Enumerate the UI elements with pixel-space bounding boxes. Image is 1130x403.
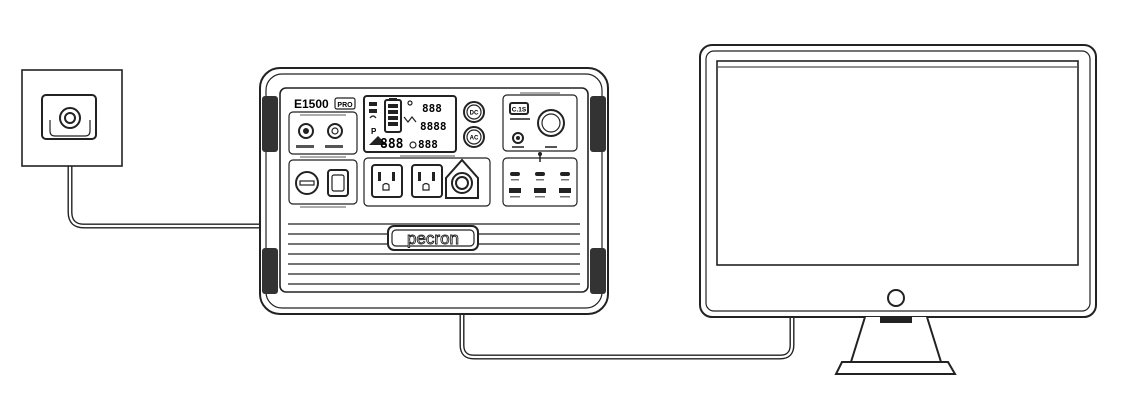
brand-badge: pecron: [387, 225, 479, 251]
lcd-battery-percent: 888: [380, 137, 404, 152]
ac-plug-connected: [445, 158, 479, 199]
usb-c-port-3: [560, 172, 570, 176]
lcd-bottom-value: 888: [418, 138, 438, 151]
ac-button-label: AC: [470, 136, 479, 142]
svg-text:P: P: [371, 127, 377, 136]
dc-output-panel: C.1S: [502, 92, 578, 152]
dc-input-port-2: [327, 123, 343, 139]
ac-output-panel: [363, 155, 491, 207]
usb-a-port-2: [534, 188, 546, 193]
usb-c-port-1: [510, 172, 520, 176]
monitor-power-button: [887, 289, 905, 307]
model-badge: PRO: [337, 102, 353, 109]
ac-input-panel: [288, 156, 358, 208]
brand-logo: pecron: [407, 229, 459, 248]
monitor: [699, 44, 1097, 375]
monitor-screen: [716, 60, 1079, 266]
wall-socket: [21, 69, 123, 167]
usb-c-badge: C.1S: [512, 107, 527, 114]
power-station: E1500 PRO P: [259, 67, 609, 315]
model-label: E1500: [294, 97, 329, 111]
monitor-stand: [834, 316, 957, 375]
ac-outlet-1: [371, 164, 403, 198]
ac-outlet-2: [411, 164, 443, 198]
usb-a-port-3: [559, 188, 571, 193]
dc-button[interactable]: DC: [463, 101, 485, 123]
ac-input-port: [327, 169, 349, 197]
usb-c-port-2: [535, 172, 545, 176]
lcd-mid-value: 8888: [420, 120, 447, 133]
vent-grille: [288, 223, 580, 285]
model-panel: E1500 PRO: [288, 97, 358, 155]
lcd-battery-icon: [384, 98, 402, 133]
fuse-icon: [295, 171, 319, 195]
ac-button[interactable]: AC: [463, 126, 485, 148]
usb-a-port-1: [509, 188, 521, 193]
lcd-top-value: 888: [422, 102, 442, 115]
usb-output-panel: [502, 152, 578, 207]
dc-button-label: DC: [470, 111, 479, 117]
lcd-display: P 888 8888 888 888: [363, 95, 457, 153]
